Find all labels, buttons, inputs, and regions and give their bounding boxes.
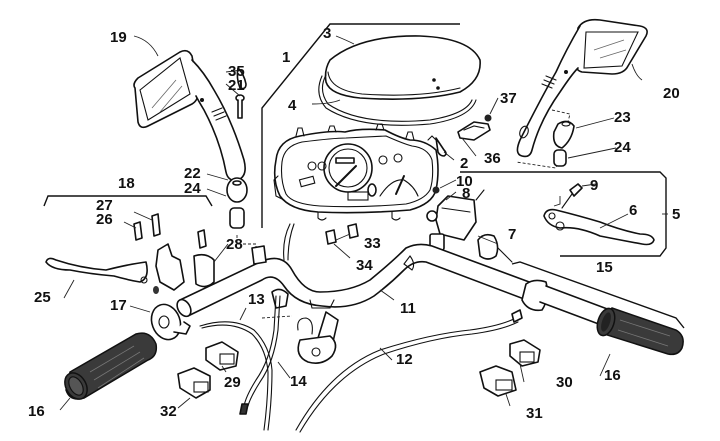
right-grip — [596, 307, 684, 356]
callout-36: 36 — [484, 150, 501, 167]
throttle-housing — [150, 303, 191, 341]
callout-19: 19 — [110, 29, 127, 46]
switch-30 — [509, 339, 541, 367]
callout-16-left: 16 — [28, 403, 45, 420]
callout-25: 25 — [34, 289, 51, 306]
switch-29 — [205, 341, 239, 371]
right-lever-assembly — [543, 183, 655, 246]
callout-15: 15 — [596, 259, 613, 276]
cables — [199, 295, 523, 433]
callout-16-right: 16 — [604, 367, 621, 384]
callout-37: 37 — [500, 90, 517, 107]
left-lever-assembly — [45, 213, 215, 294]
right-mirror-nut-spacer — [552, 120, 575, 167]
callout-labels: 19 35 21 1 3 4 20 37 23 24 36 2 22 24 18… — [28, 25, 680, 422]
stem-clamp — [297, 311, 339, 364]
cluster-stay — [283, 223, 295, 261]
right-switch-clamp — [477, 233, 513, 263]
callout-8: 8 — [462, 185, 470, 202]
group-bracket-18 — [43, 195, 213, 207]
callout-4: 4 — [288, 97, 297, 114]
callout-17: 17 — [110, 297, 127, 314]
callout-35: 35 — [228, 63, 245, 80]
callout-1: 1 — [282, 49, 290, 66]
callout-23: 23 — [614, 109, 631, 126]
instrument-cover — [324, 35, 481, 100]
callout-6: 6 — [629, 202, 637, 219]
callout-27: 27 — [96, 197, 113, 214]
group-bracket-1 — [261, 23, 460, 228]
right-mirror — [516, 18, 648, 158]
bulb — [484, 114, 492, 122]
callout-24-right: 24 — [614, 139, 631, 156]
callout-9: 9 — [590, 177, 598, 194]
callout-24-left: 24 — [184, 180, 201, 197]
callout-26: 26 — [96, 211, 113, 228]
callout-28: 28 — [226, 236, 243, 253]
reservoir-screw — [432, 186, 440, 194]
switch-32 — [177, 367, 211, 399]
callout-34: 34 — [356, 257, 373, 274]
indicator-module — [457, 121, 491, 141]
mirror-cap-and-bolt — [235, 67, 247, 119]
group-bracket-5 — [460, 171, 667, 257]
callout-21: 21 — [228, 77, 245, 94]
callout-5: 5 — [672, 206, 680, 223]
callout-13: 13 — [248, 291, 265, 308]
switch-31 — [479, 365, 517, 397]
callout-11: 11 — [400, 300, 416, 317]
callout-7: 7 — [508, 226, 516, 243]
left-mirror — [133, 49, 246, 182]
callout-10: 10 — [456, 173, 473, 190]
callout-30: 30 — [556, 374, 573, 391]
cluster-bulbs — [325, 223, 359, 245]
callout-2: 2 — [460, 155, 468, 172]
cover-gasket — [318, 74, 477, 126]
instrument-cluster — [273, 123, 439, 221]
callout-33: 33 — [364, 235, 381, 252]
left-grip — [64, 332, 158, 400]
callout-12: 12 — [396, 351, 413, 368]
callout-29: 29 — [224, 374, 241, 391]
callout-22: 22 — [184, 165, 201, 182]
callout-18: 18 — [118, 175, 135, 192]
left-mirror-nut-spacer — [226, 177, 257, 250]
callout-14: 14 — [290, 373, 307, 390]
master-cylinder — [426, 189, 485, 251]
group-bracket-15 — [511, 261, 685, 329]
callout-31: 31 — [526, 405, 543, 422]
cluster-screw — [427, 135, 447, 157]
callout-3: 3 — [323, 25, 331, 42]
callout-32: 32 — [160, 403, 177, 420]
right-throttle-assembly — [521, 279, 611, 327]
leader-lines — [59, 35, 668, 411]
callout-20: 20 — [663, 85, 680, 102]
